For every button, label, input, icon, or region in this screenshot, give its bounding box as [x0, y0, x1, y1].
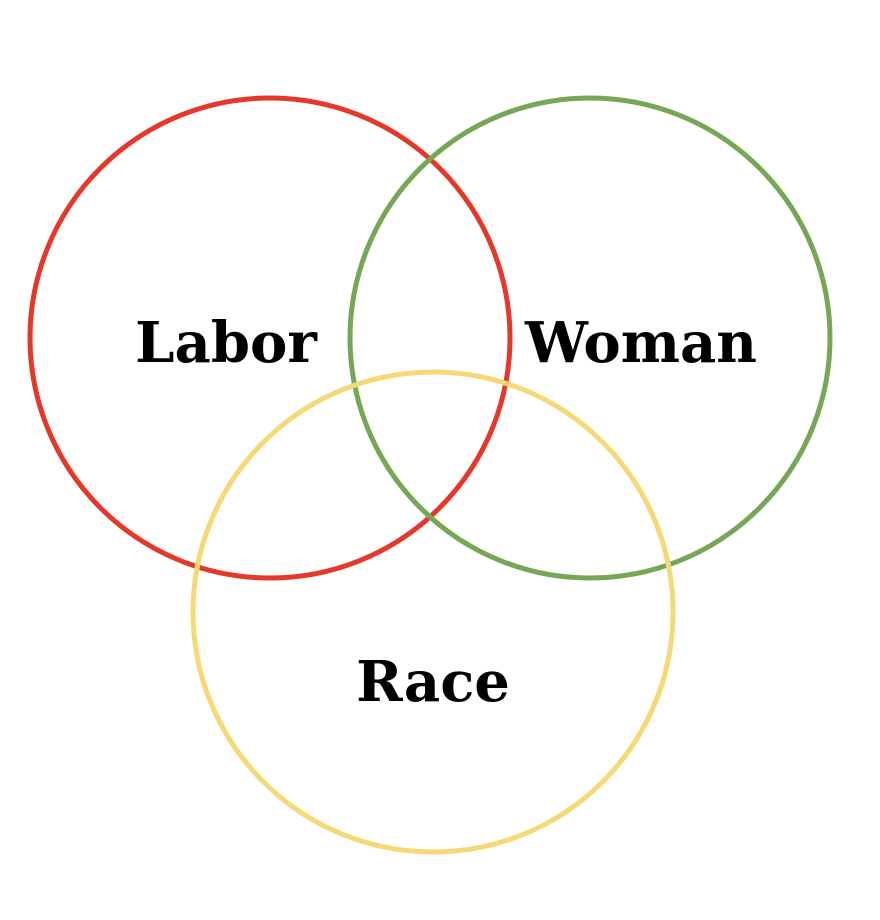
labor-label: Labor [135, 310, 318, 376]
race-label: Race [356, 649, 510, 715]
woman-circle [347, 95, 833, 581]
race-circle [190, 369, 676, 855]
woman-label: Woman [524, 310, 757, 376]
labor-circle [27, 95, 513, 581]
